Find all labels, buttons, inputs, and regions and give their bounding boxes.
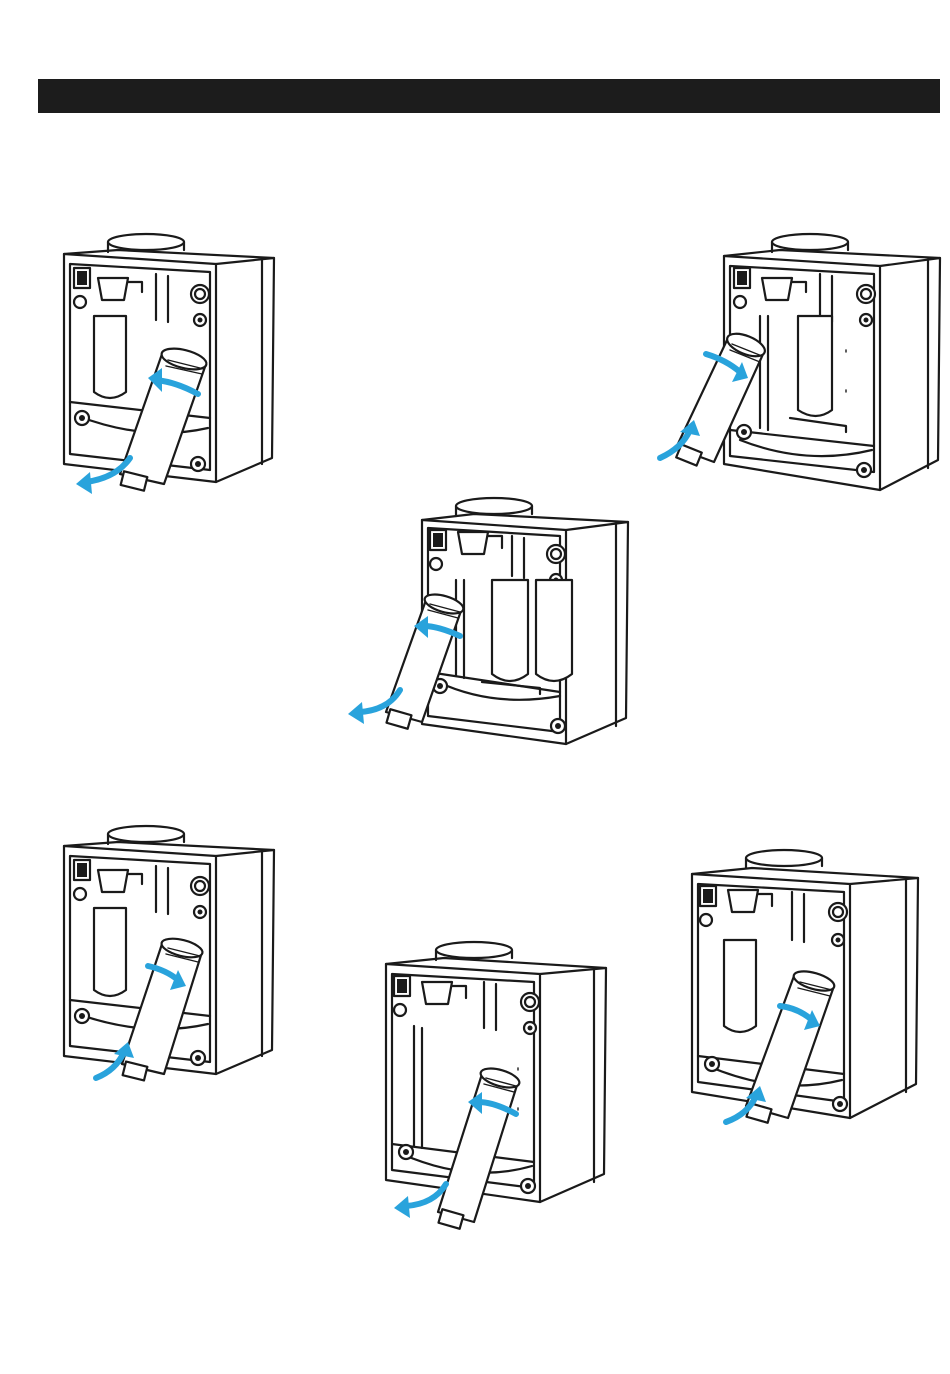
figure-4	[56, 824, 276, 1088]
figure-2	[656, 232, 942, 494]
figure-1	[56, 232, 276, 494]
header-bar	[38, 79, 940, 113]
figure-3	[344, 496, 630, 746]
figure-6	[690, 848, 922, 1130]
figure-5	[384, 940, 612, 1230]
